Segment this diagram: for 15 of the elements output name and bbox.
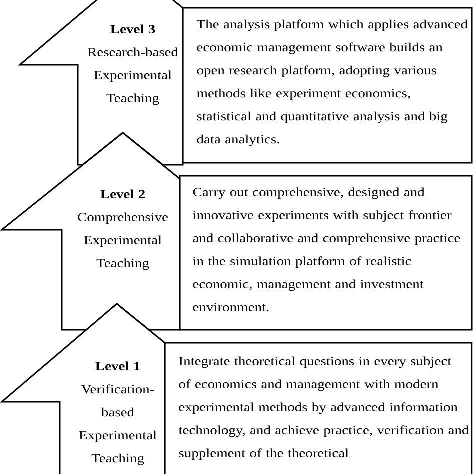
level-block [0,303,166,474]
level-block [0,132,181,331]
level-description: Comprehensive Experimental Teaching [78,212,168,270]
level-heading: Level 3 [110,24,156,34]
level-description: Research-based Experimental Teaching [88,48,178,106]
level-heading: Level 2 [100,190,145,199]
description-text: Carry out comprehensive, designed and innovative experiments with subject frontier and collaborative and comprehensive practice in the simulation platform of realistic economic, management and investment environment. [193,188,460,312]
level-heading: Level 1 [96,362,140,371]
text-box [179,175,473,331]
description-text: Integrate theoretical questions in every subject of economics and management with modern experimental methods by advanced information technology, and achieve practice, verification and supplement of the theoretical [178,356,470,460]
text-box [164,342,473,474]
description-text: The analysis platform which applies advanced economic management software builds an open research platform, adopting various methods like experiment economics, statistical and quantitative analysis and big data analytics. [197,20,468,146]
level-description: Verification-based Experimental Teaching [79,384,157,466]
text-box [182,7,473,164]
level-block [18,0,184,166]
